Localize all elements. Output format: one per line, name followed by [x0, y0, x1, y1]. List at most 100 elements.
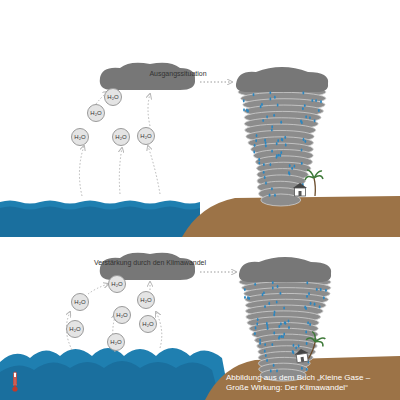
- water-molecule: H₂O: [71, 293, 89, 311]
- rain-drop: [271, 187, 273, 190]
- rain-drop: [258, 158, 260, 161]
- rain-drop: [288, 319, 290, 322]
- molecule-label: H₂O: [74, 299, 85, 305]
- rain-drop: [255, 326, 257, 329]
- rain-drop: [294, 164, 296, 167]
- rain-drop: [285, 322, 287, 325]
- rain-drop: [263, 163, 265, 166]
- rain-drop: [298, 344, 300, 347]
- transition-arrow: [200, 272, 236, 273]
- rain-drop: [316, 288, 318, 291]
- evaporation-arrow: [119, 148, 122, 194]
- rain-drop: [288, 326, 290, 329]
- rain-drop: [309, 323, 311, 326]
- rain-drop: [302, 107, 304, 110]
- storm-cloud: [239, 257, 331, 282]
- panel-heading: Ausgangssituation: [149, 70, 206, 77]
- rain-drop: [276, 156, 278, 159]
- rain-drop: [247, 296, 249, 299]
- water-molecule: H₂O: [66, 320, 84, 338]
- rain-drop: [323, 296, 325, 299]
- water-molecule: H₂O: [112, 128, 130, 146]
- rain-drop: [277, 139, 279, 142]
- rain-drop: [262, 119, 264, 122]
- molecule-label: H₂O: [116, 312, 127, 318]
- rain-drop: [253, 150, 255, 153]
- molecule-label: H₂O: [140, 133, 151, 139]
- evaporation-arrow: [88, 284, 108, 294]
- rain-drop: [319, 305, 321, 308]
- sea-wave: [0, 207, 200, 238]
- rain-drop: [261, 103, 263, 106]
- water-molecule: H₂O: [113, 306, 131, 324]
- rain-drop: [306, 281, 308, 284]
- rain-drop: [268, 302, 270, 305]
- rain-drop: [254, 144, 256, 147]
- tornado: [236, 67, 328, 206]
- rain-drop: [306, 295, 308, 298]
- molecule-label: H₂O: [107, 94, 118, 100]
- rain-drop: [271, 128, 273, 131]
- rain-drop: [284, 321, 286, 324]
- rain-drop: [244, 296, 246, 299]
- rain-drop: [278, 336, 280, 339]
- rain-drop: [289, 164, 291, 167]
- sea-wave: [0, 361, 220, 400]
- sea: [0, 201, 200, 238]
- water-molecule: H₂O: [108, 275, 126, 293]
- rain-drop: [265, 144, 267, 147]
- house: [293, 183, 307, 196]
- rain-drop: [282, 138, 284, 141]
- rain-drop: [259, 338, 261, 341]
- rain-drop: [305, 330, 307, 333]
- rain-drop: [269, 91, 271, 94]
- land: [205, 356, 400, 400]
- rain-drop: [262, 293, 264, 296]
- rain-drop: [266, 115, 268, 118]
- rain-drop: [285, 143, 287, 146]
- storm-cloud: [236, 67, 328, 92]
- rain-drop: [264, 343, 266, 346]
- water-molecule: H₂O: [107, 333, 125, 351]
- rain-drop: [304, 140, 306, 143]
- rain-drop: [271, 149, 273, 152]
- rain-drop: [246, 109, 248, 112]
- rain-drop: [315, 99, 317, 102]
- rain-drop: [305, 115, 307, 118]
- rain-drop: [256, 322, 258, 325]
- rain-drop: [274, 96, 276, 99]
- rain-drop: [283, 333, 285, 336]
- rain-drop: [280, 292, 282, 295]
- rain-drop: [301, 148, 303, 151]
- water-molecule: H₂O: [71, 128, 89, 146]
- rain-drop: [292, 350, 294, 353]
- rain-drop: [284, 136, 286, 139]
- rain-drop: [256, 134, 258, 137]
- house: [294, 348, 310, 363]
- rain-drop: [306, 342, 308, 345]
- water-molecule: H₂O: [87, 104, 105, 122]
- rain-drop: [269, 97, 271, 100]
- rain-drop: [293, 344, 295, 347]
- molecule-label: H₂O: [74, 134, 85, 140]
- rain-drop: [273, 114, 275, 117]
- rain-drop: [325, 289, 327, 292]
- rain-drop: [278, 325, 280, 328]
- rain-drop: [270, 369, 272, 372]
- rain-drop: [308, 292, 310, 295]
- rain-drop: [304, 104, 306, 107]
- rain-drop: [318, 109, 320, 112]
- rain-drop: [265, 141, 267, 144]
- evaporation-arrow: [150, 282, 151, 290]
- rain-drop: [273, 331, 275, 334]
- rain-drop: [274, 310, 276, 313]
- molecule-label: H₂O: [115, 134, 126, 140]
- rain-drop: [265, 181, 267, 184]
- water-molecule: H₂O: [137, 291, 155, 309]
- rain-drop: [276, 300, 278, 303]
- rain-drop: [283, 306, 285, 309]
- rain-drop: [243, 108, 245, 111]
- rain-drop: [258, 161, 260, 164]
- rain-drop: [269, 194, 271, 197]
